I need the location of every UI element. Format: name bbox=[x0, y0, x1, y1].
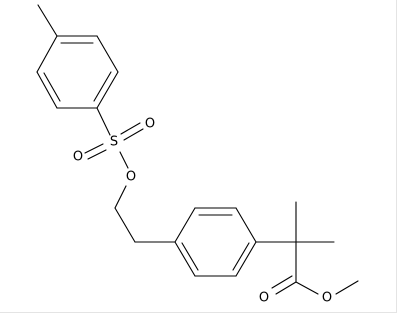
ring-bond bbox=[235, 241, 257, 277]
tosyl-benzene-ring bbox=[36, 35, 119, 109]
ring-bond bbox=[96, 71, 119, 109]
oxygen-atom-ester-link: O bbox=[126, 170, 136, 185]
oxygen-methylene-bond bbox=[114, 185, 127, 209]
sulfur-atom: S bbox=[110, 135, 118, 150]
sulfonyl-double-bond-right bbox=[123, 128, 144, 141]
aryl-methyl-bond bbox=[37, 4, 58, 37]
ring-bond bbox=[36, 71, 58, 109]
sulfonyl-double-bond-right bbox=[120, 122, 141, 135]
ring-bond bbox=[96, 35, 119, 73]
ring-double-bond bbox=[93, 71, 112, 102]
ring-bond bbox=[36, 35, 58, 73]
carbonyl-double-bond bbox=[275, 281, 297, 295]
carbonyl-double-bond bbox=[271, 275, 293, 289]
ethylene-bond bbox=[114, 207, 136, 243]
oxygen-atom-methoxy: O bbox=[322, 291, 332, 306]
aryl-sulfur-bond bbox=[96, 107, 111, 136]
sulfur-oxygen-bond bbox=[119, 151, 129, 169]
oxygen-atom-sulfonyl-left: O bbox=[73, 150, 83, 165]
oxygen-atom-carbonyl: O bbox=[259, 291, 269, 306]
methoxy-methyl-bond bbox=[335, 280, 359, 295]
ring-double-bond bbox=[43, 72, 61, 102]
ring-bond bbox=[174, 241, 196, 277]
central-benzene-ring bbox=[174, 207, 257, 277]
ring-double-bond bbox=[232, 242, 250, 271]
carbonyl-oxygen-bond bbox=[295, 281, 319, 295]
sulfonyl-double-bond-left bbox=[84, 143, 104, 154]
oxygen-atom-sulfonyl-right: O bbox=[145, 117, 155, 132]
ring-double-bond bbox=[181, 242, 199, 271]
ring-bond bbox=[235, 207, 257, 243]
ring-bond bbox=[174, 207, 196, 243]
sulfonyl-double-bond-left bbox=[87, 149, 107, 160]
